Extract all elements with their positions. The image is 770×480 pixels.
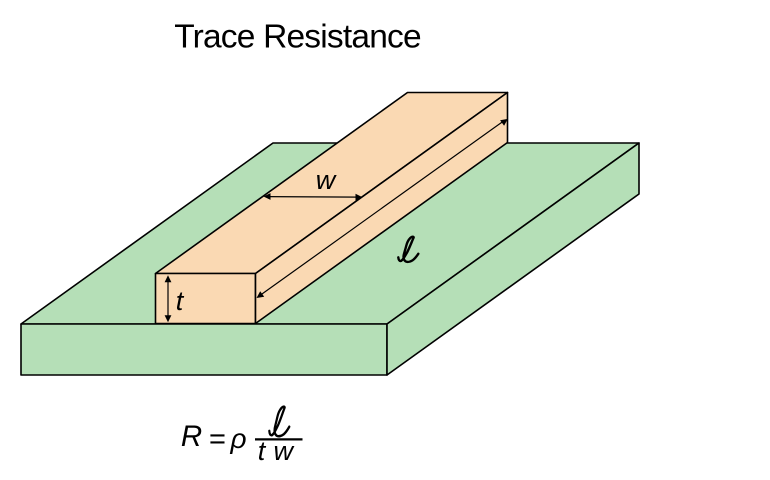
svg-text:w: w <box>274 436 295 466</box>
svg-text:=: = <box>209 424 226 456</box>
svg-text:R: R <box>181 420 202 453</box>
svg-text:ρ: ρ <box>229 423 246 454</box>
svg-text:t: t <box>258 436 267 466</box>
svg-text:t: t <box>176 286 185 316</box>
svg-text:w: w <box>316 165 337 195</box>
svg-text:Trace Resistance: Trace Resistance <box>174 19 421 56</box>
